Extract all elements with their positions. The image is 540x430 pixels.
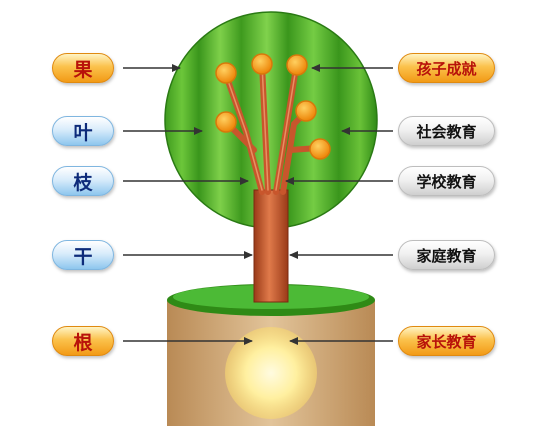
fruit xyxy=(215,62,237,84)
label-parent-education: 家长教育 xyxy=(398,326,495,356)
label-child-achievement: 孩子成就 xyxy=(398,53,495,83)
fruit xyxy=(286,54,308,76)
label-school-education: 学校教育 xyxy=(398,166,495,196)
left-arrows xyxy=(123,64,253,345)
fruit xyxy=(295,100,317,122)
label-fruit: 果 xyxy=(52,53,114,83)
root-glow xyxy=(225,327,317,419)
fruits xyxy=(215,53,331,160)
label-family-education: 家庭教育 xyxy=(398,240,495,270)
label-root: 根 xyxy=(52,326,114,356)
label-leaf: 叶 xyxy=(52,116,114,146)
label-trunk: 干 xyxy=(52,240,114,270)
label-social-education: 社会教育 xyxy=(398,116,495,146)
fruit xyxy=(215,111,237,133)
fruit xyxy=(251,53,273,75)
tree-trunk xyxy=(253,189,289,303)
right-arrows xyxy=(285,64,393,345)
label-branch: 枝 xyxy=(52,166,114,196)
fruit xyxy=(309,138,331,160)
